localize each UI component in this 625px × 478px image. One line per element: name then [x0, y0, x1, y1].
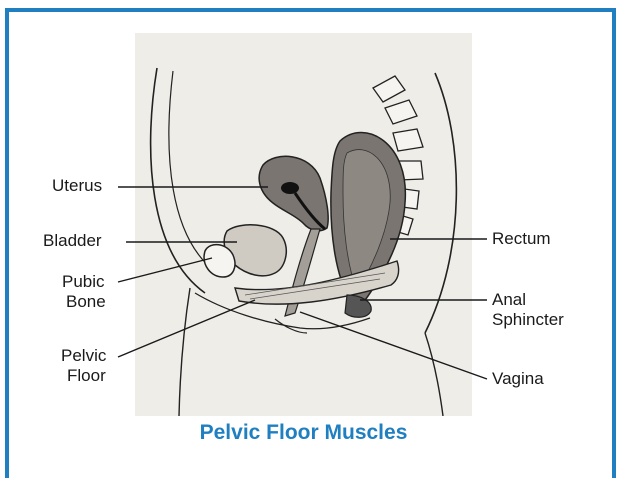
label-pubic-bone-line1: Pubic	[62, 272, 105, 292]
leader-pelvic-floor	[118, 300, 255, 357]
label-rectum: Rectum	[492, 229, 551, 249]
leader-vagina	[300, 312, 487, 379]
label-uterus: Uterus	[52, 176, 102, 196]
figure-caption: Pelvic Floor Muscles	[135, 421, 472, 445]
label-pelvic-floor-line2: Floor	[67, 366, 106, 386]
label-pelvic-floor-line1: Pelvic	[61, 346, 106, 366]
label-anal-sphincter-line2: Sphincter	[492, 310, 564, 330]
label-bladder: Bladder	[43, 231, 102, 251]
leader-pubic-bone	[118, 258, 212, 282]
label-vagina: Vagina	[492, 369, 544, 389]
label-pubic-bone-line2: Bone	[66, 292, 106, 312]
label-anal-sphincter-line1: Anal	[492, 290, 526, 310]
